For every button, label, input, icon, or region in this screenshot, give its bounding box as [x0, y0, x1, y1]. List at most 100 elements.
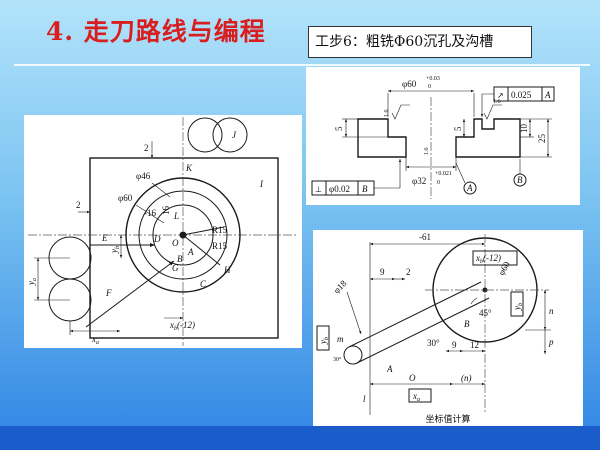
slot-edge [356, 297, 490, 364]
dimension-label: φ60 [402, 79, 417, 89]
label-box [510, 291, 524, 317]
dimension-label: 25 [537, 134, 547, 144]
counterbore-circle-60 [125, 177, 241, 293]
dimension-label: R15 [212, 241, 228, 251]
radius-line [182, 234, 221, 266]
point-label: B [464, 319, 470, 329]
tolerance-value: 0.025 [511, 90, 532, 100]
datum-label: A [466, 183, 473, 193]
perpendicularity-symbol: ⊥ [315, 185, 322, 194]
point-label: B [177, 254, 183, 264]
footer-band [0, 426, 600, 450]
slot-end-circle [343, 345, 363, 365]
dimension-label: 5 [334, 126, 344, 131]
tool-circle [212, 117, 248, 153]
dimension-label: -16 [144, 208, 156, 218]
point-label: A [187, 247, 194, 257]
dimension-label: 9 [452, 340, 457, 350]
dimension-label: 16 [161, 206, 171, 216]
slide-title: 4. 走刀路线与编程 [46, 17, 266, 46]
datum-reference: B [362, 184, 368, 194]
dimension-label: 2 [76, 200, 81, 210]
dimension-label: xb(-12) [169, 320, 195, 332]
angle-label: 30° [427, 338, 440, 348]
dimension-label: m [337, 334, 344, 344]
dimension-label: -61 [419, 232, 431, 242]
point-label: C [200, 279, 207, 289]
title-divider [14, 64, 590, 66]
dimension-label: 10 [519, 124, 529, 134]
section-profile [455, 118, 521, 158]
tolerance-value: φ0.02 [329, 184, 350, 194]
coordinate-drawing: -61 xb(-12) φ60 φ18 9 2 yb 45° B n p yb … [316, 232, 554, 425]
point-label: K [185, 163, 193, 173]
figure-caption: 坐标值计算 [425, 413, 470, 425]
point-label: E [101, 233, 108, 243]
point-label: F [105, 288, 112, 298]
tolerance-upper: +0.03 [426, 76, 440, 82]
tolerance-lower: 0 [428, 84, 431, 90]
dimension-label: yb [109, 246, 121, 254]
dimension-label: φ60 [118, 193, 133, 203]
tool-path-drawing: J K I E D O L B A G H C F φ46 φ60 -16 16… [26, 117, 298, 346]
dimension-label: φ18 [331, 278, 348, 295]
point-label: I [259, 179, 264, 189]
tool-path-line-f [85, 260, 175, 328]
dimension-label: l [363, 394, 366, 404]
dimension-label: φ46 [136, 171, 151, 181]
perpendicularity-tolerance-frame: ⊥ φ0.02 B [311, 180, 375, 196]
leader-line [135, 204, 165, 224]
step-label: 工步6：粗铣Φ60沉孔及沟槽 [308, 26, 532, 58]
roughness-symbol [483, 104, 502, 120]
dimension-label: yb [318, 337, 330, 345]
dimension-label: xa [91, 334, 99, 346]
dimension-label: ya [26, 278, 38, 286]
angle-label: 45° [479, 308, 492, 318]
dimension-label: 2 [406, 267, 411, 277]
roughness-symbol [391, 104, 410, 120]
coordinate-figure: -61 xb(-12) φ60 φ18 9 2 yb 45° B n p yb … [313, 230, 583, 428]
dimension-label: O [409, 373, 416, 383]
label-box [408, 388, 432, 403]
dimension-label: n [549, 306, 554, 316]
tool-circle [187, 117, 223, 153]
label-box [472, 250, 518, 266]
runout-symbol: ↗ [497, 91, 504, 100]
dimension-label: xb(-12) [475, 253, 501, 265]
point-label: J [232, 130, 237, 140]
dimension-label: yb [512, 303, 524, 311]
tolerance-lower: 0 [437, 180, 440, 186]
radius-line [182, 226, 225, 236]
dimension-label: (n) [461, 373, 472, 383]
datum-symbol-a [463, 181, 477, 195]
datum-leader [455, 162, 466, 184]
datum-label: B [517, 175, 523, 185]
point-label: A [386, 364, 393, 374]
angle-arc [470, 297, 478, 305]
point-label: O [172, 238, 179, 248]
dimension-label: p [548, 337, 554, 347]
dimension-label: 9 [380, 267, 385, 277]
roughness-label: 1.6 [384, 110, 390, 118]
dimension-label: 12 [470, 340, 479, 350]
point-label: G [172, 263, 179, 273]
point-label: L [173, 211, 179, 221]
roughness-label: 1.6 [493, 99, 501, 105]
tool-path-figure: J K I E D O L B A G H C F φ46 φ60 -16 16… [24, 115, 302, 348]
workpiece-outline [89, 157, 279, 339]
section-figure: φ60 +0.03 0 ↗ 0.025 A 1.6 1.6 5 5 10 25 [306, 67, 580, 205]
leader-line [151, 182, 171, 198]
tool-path-circle-46 [138, 190, 228, 280]
section-profile [357, 118, 407, 158]
dimension-label: 5 [453, 126, 463, 131]
leader-line [374, 159, 402, 189]
runout-tolerance-frame: ↗ 0.025 A [493, 86, 555, 102]
tolerance-upper: +0.021 [435, 171, 452, 177]
slot-edge [348, 281, 482, 348]
roughness-label: 1.6 [424, 148, 430, 156]
dimension-label: xa [412, 391, 420, 403]
datum-symbol-b [513, 173, 527, 187]
tool-path-circle-inner [152, 204, 214, 266]
dimension-label: φ32 [412, 176, 426, 186]
label-box [316, 325, 330, 351]
